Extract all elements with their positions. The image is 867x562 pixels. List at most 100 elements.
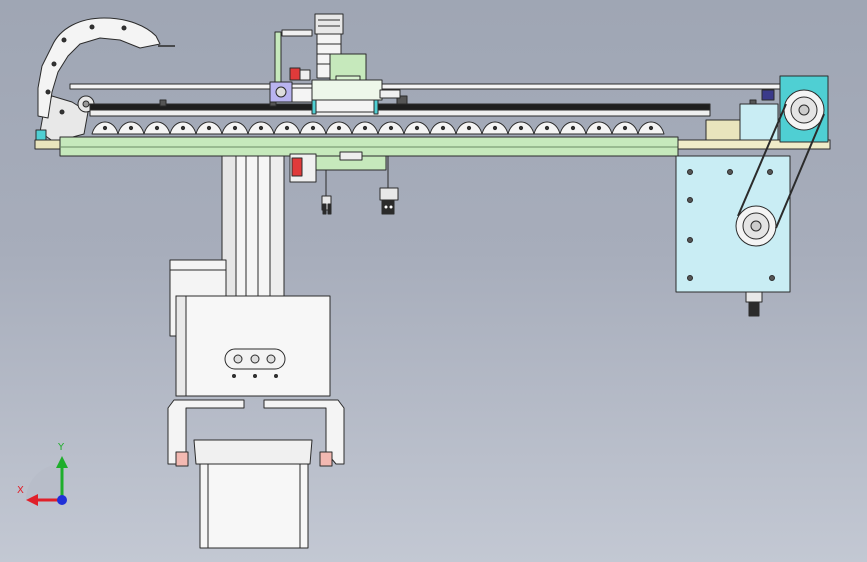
chain-link-pin	[388, 125, 394, 131]
motor-plate-bolt	[687, 197, 693, 203]
under-plate-top	[339, 151, 363, 161]
mount-hole	[233, 354, 243, 364]
y-axis-label: Y	[58, 442, 65, 453]
gripper-pad-right	[319, 451, 333, 467]
drive-end	[675, 75, 829, 317]
carriage-top-bar	[281, 29, 313, 37]
chain-link-pin	[310, 125, 316, 131]
gripper-finger-right	[263, 399, 345, 465]
timing-belt	[737, 103, 787, 217]
timing-belt	[775, 113, 825, 229]
mount-pin	[253, 374, 257, 378]
mount-hole	[266, 354, 276, 364]
carriage-plate	[311, 79, 383, 101]
chain-link-pin	[492, 125, 498, 131]
chain-link-pin	[336, 125, 342, 131]
motor-plate-bolt	[767, 169, 773, 175]
clamp-bolt	[275, 86, 287, 98]
mount-pin	[232, 374, 236, 378]
sensor-plug	[327, 203, 332, 215]
carriage-base	[315, 99, 375, 113]
chain-link-pin	[440, 125, 446, 131]
gripper-pad-left	[175, 451, 189, 467]
rail-clip	[159, 99, 167, 107]
chain-link-pin	[414, 125, 420, 131]
sensor-connector	[379, 187, 399, 201]
rail-clip	[396, 95, 408, 105]
column-front	[235, 155, 271, 297]
belt-rail-light	[89, 109, 711, 117]
chain-link-pin	[622, 125, 628, 131]
sensor-body	[299, 69, 311, 81]
view-triad	[26, 456, 68, 506]
chain-link-pin	[154, 125, 160, 131]
chain-roller-hub	[82, 100, 90, 108]
chain-link-pin	[544, 125, 550, 131]
x-axis-label: X	[17, 485, 24, 496]
carriage-stopper	[311, 99, 317, 115]
clamp-body	[291, 87, 313, 103]
cable-carrier-links	[91, 121, 665, 135]
drive-pulley-hub	[798, 104, 810, 116]
gantry-beam	[34, 83, 831, 157]
belt-rail-dark	[89, 103, 711, 111]
carriage-post-green	[274, 31, 282, 91]
chain-link-pin	[206, 125, 212, 131]
z-axis-column	[169, 155, 331, 397]
gripped-part-body	[199, 463, 309, 549]
gripped-part-top	[193, 439, 313, 465]
x-carriage	[269, 13, 401, 115]
chain-link-pin	[648, 125, 654, 131]
chain-pin	[89, 24, 95, 30]
chain-pin	[61, 37, 67, 43]
chain-link-pin	[284, 125, 290, 131]
chain-link-pin	[466, 125, 472, 131]
chain-link-pin	[102, 125, 108, 131]
y-axis-arrow	[56, 456, 68, 468]
column-rail	[269, 155, 285, 297]
x-axis-arrow	[26, 494, 38, 506]
chain-link-pin	[128, 125, 134, 131]
z-axis-dot	[57, 495, 67, 505]
chain-pin	[45, 89, 51, 95]
chain-link-pin	[518, 125, 524, 131]
sensor-red	[289, 67, 301, 81]
motor-connector	[745, 291, 763, 303]
carriage-stopper	[373, 99, 379, 115]
cable-carrier-end-bracket	[39, 95, 89, 143]
chain-link-pin	[596, 125, 602, 131]
drive-bracket-tan	[705, 119, 741, 141]
chain-link-pin	[570, 125, 576, 131]
cable-carrier-loop	[37, 17, 161, 119]
triad-plane	[26, 464, 62, 500]
drive-bracket-blue	[739, 103, 779, 141]
chain-pin	[51, 61, 57, 67]
motor-plate-bolt	[727, 169, 733, 175]
motor-plate-bolt	[687, 275, 693, 281]
top-guide-rail	[69, 83, 783, 90]
chain-pin	[59, 109, 65, 115]
cable-tab	[379, 89, 401, 99]
sensor-plug	[381, 199, 395, 215]
gripper-head-side	[175, 295, 187, 397]
chain-link-pin	[232, 125, 238, 131]
chain-pin	[121, 25, 127, 31]
chain-link-pin	[362, 125, 368, 131]
cable-carrier	[35, 17, 175, 143]
motor-plug	[748, 301, 760, 317]
drive-fitting	[761, 89, 775, 101]
mount-hole	[250, 354, 260, 364]
chain-link-pin	[258, 125, 264, 131]
under-sensor-red	[291, 157, 303, 177]
motor-plate-bolt	[687, 169, 693, 175]
gripper-head	[175, 295, 331, 397]
motor-plate-bolt	[769, 275, 775, 281]
motor-pulley-hub	[750, 220, 762, 232]
gripper	[167, 399, 345, 549]
sensor-plug	[322, 203, 327, 215]
under-beam-module	[289, 151, 399, 215]
motor-top-block	[314, 13, 344, 35]
chain-link-pin	[180, 125, 186, 131]
